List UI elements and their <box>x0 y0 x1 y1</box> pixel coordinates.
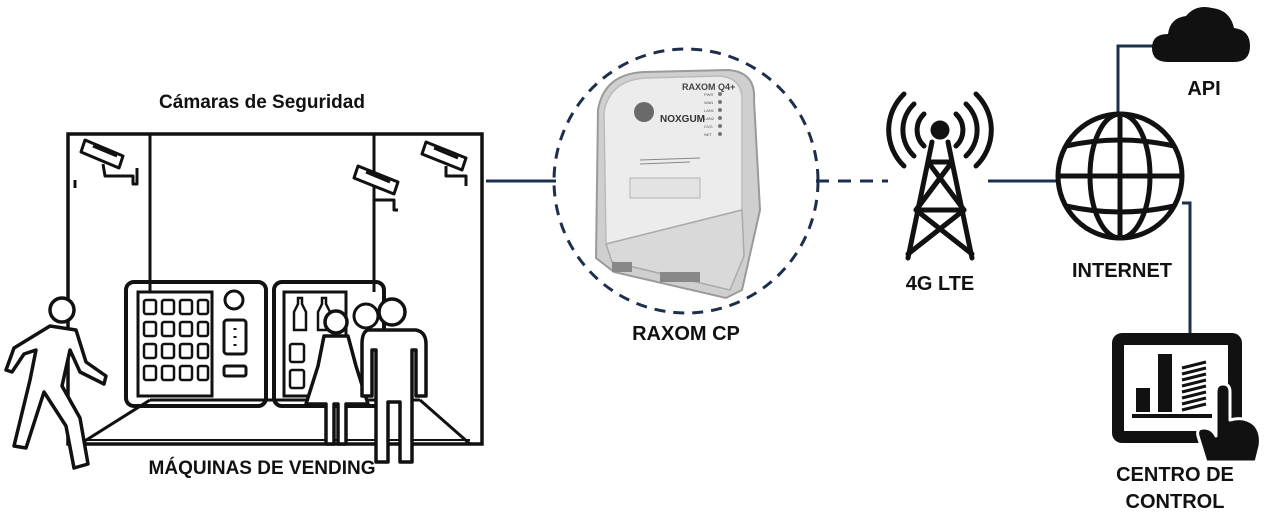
router-brand: RAXOM Q4+ <box>682 82 735 92</box>
link-internet-to-api <box>1116 44 1160 112</box>
router-maker: NOXGUM <box>660 114 705 125</box>
security-camera-icon <box>352 164 400 212</box>
router-led-label: CVG <box>704 124 713 129</box>
control-label-line1: CENTRO DE <box>1116 464 1234 486</box>
store-room <box>66 132 484 446</box>
person-icon <box>360 297 428 464</box>
internet-label: INTERNET <box>1072 260 1172 282</box>
cloud-icon <box>1152 7 1250 62</box>
router-led-label: NET <box>704 132 713 137</box>
tablet-chart-icon <box>1112 333 1242 443</box>
router-led-label: LAN2 <box>704 116 715 121</box>
globe-icon <box>1055 111 1185 241</box>
cell-tower-icon <box>886 91 994 261</box>
cameras-label: Cámaras de Seguridad <box>159 92 365 113</box>
hand-pointer-icon <box>1196 382 1262 464</box>
security-camera-icon <box>73 138 139 188</box>
control-label-line2: CONTROL <box>1125 491 1225 513</box>
device-label: RAXOM CP <box>632 323 740 345</box>
router-led-label: LAN1 <box>704 108 715 113</box>
router-dashed-circle <box>552 47 820 315</box>
link-internet-to-control <box>1182 201 1192 333</box>
lte-label: 4G LTE <box>905 273 975 295</box>
security-camera-icon <box>420 140 468 186</box>
vending-machine-icon <box>124 280 268 408</box>
router-led-label: PWR <box>704 92 713 97</box>
api-label: API <box>1187 78 1221 100</box>
person-icon <box>304 309 370 446</box>
router-device: RAXOM Q4+ NOXGUM PWR WAN LAN1 LAN2 CVG N… <box>594 68 762 300</box>
connections <box>486 44 1192 333</box>
vending-label: MÁQUINAS DE VENDING <box>148 458 376 479</box>
router-led-label: WAN <box>704 100 713 105</box>
person-icon <box>4 296 108 470</box>
